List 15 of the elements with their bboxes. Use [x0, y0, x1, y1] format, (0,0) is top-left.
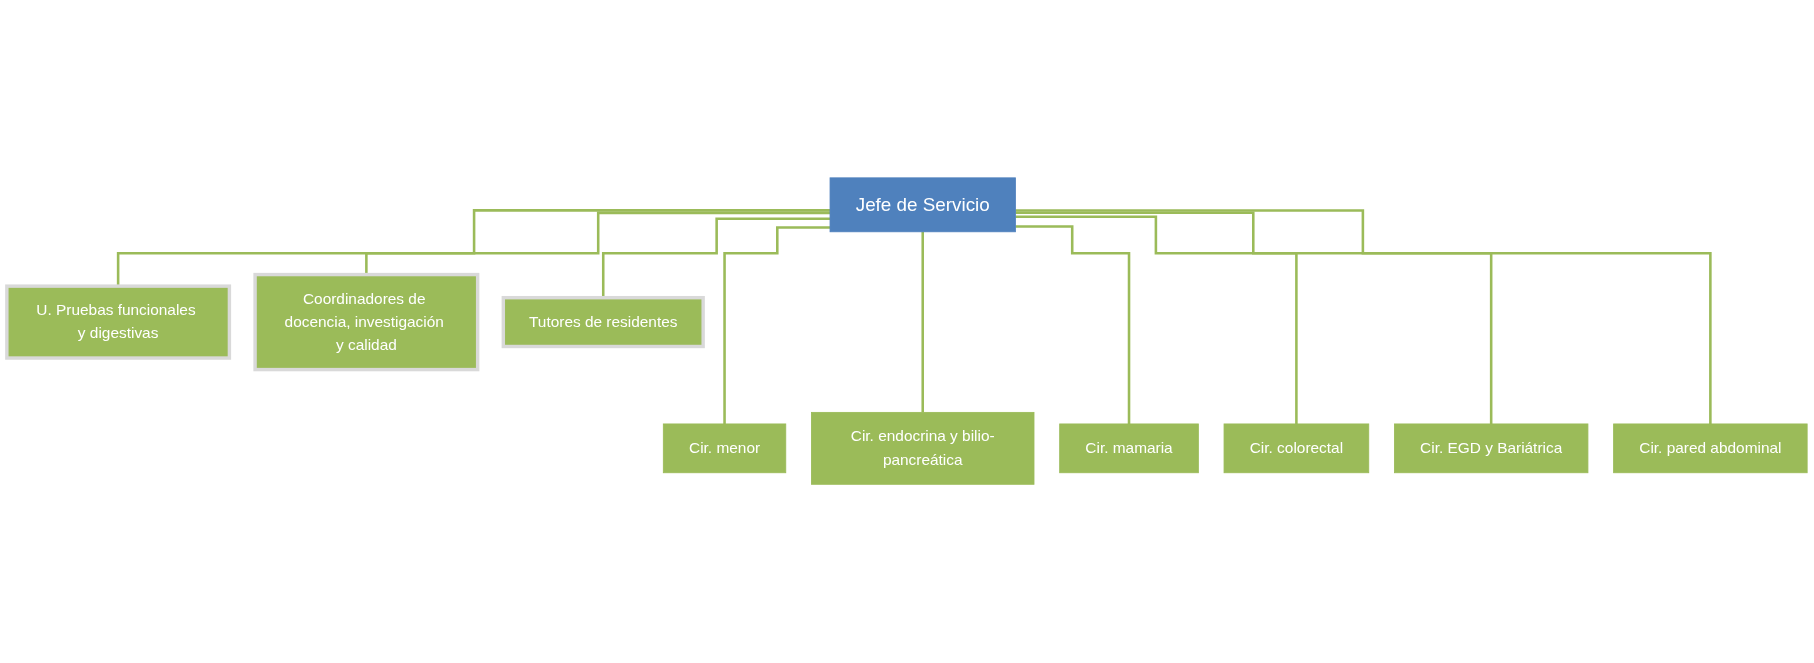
node-box: Cir. endocrina y bilio-pancreática	[811, 412, 1035, 486]
node-box: Cir. EGD y Bariátrica	[1394, 423, 1589, 474]
node-box: Cir. mamaria	[1059, 423, 1199, 474]
node-box: Tutores de residentes	[501, 296, 705, 349]
connector	[1015, 209, 1712, 426]
connector	[723, 226, 831, 426]
node-box: Jefe de Servicio	[829, 177, 1016, 233]
node-box: Coordinadores de docencia, investigación y calidad	[253, 273, 480, 372]
connector	[1015, 215, 1298, 426]
connector	[1015, 225, 1131, 426]
connector	[1015, 211, 1493, 426]
node-box: Cir. pared abdominal	[1613, 423, 1808, 474]
node-box: Cir. menor	[662, 423, 787, 474]
node-box: U. Pruebas funcionales y digestivas	[5, 284, 232, 361]
node-box: Cir. colorectal	[1223, 423, 1370, 474]
